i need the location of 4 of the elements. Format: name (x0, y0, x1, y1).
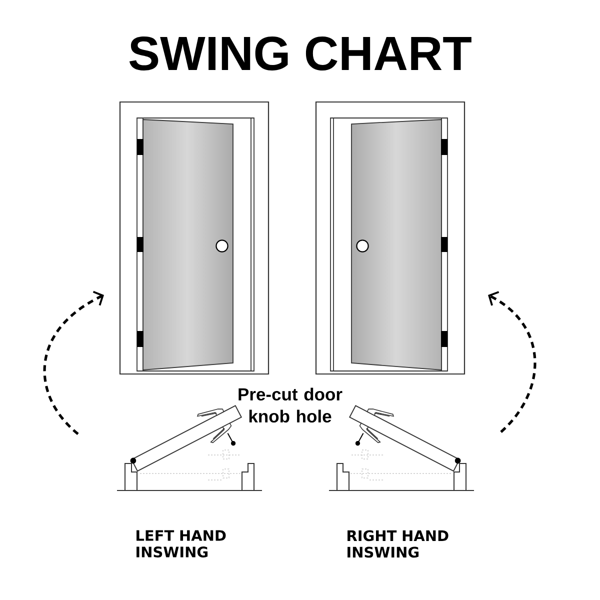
caption: RIGHT HAND INSWING (348, 530, 448, 558)
caption: LEFT HAND INSWING (136, 530, 226, 558)
title: SWING CHART (129, 36, 472, 70)
annotation: Pre-cut door knob hole (238, 388, 342, 423)
